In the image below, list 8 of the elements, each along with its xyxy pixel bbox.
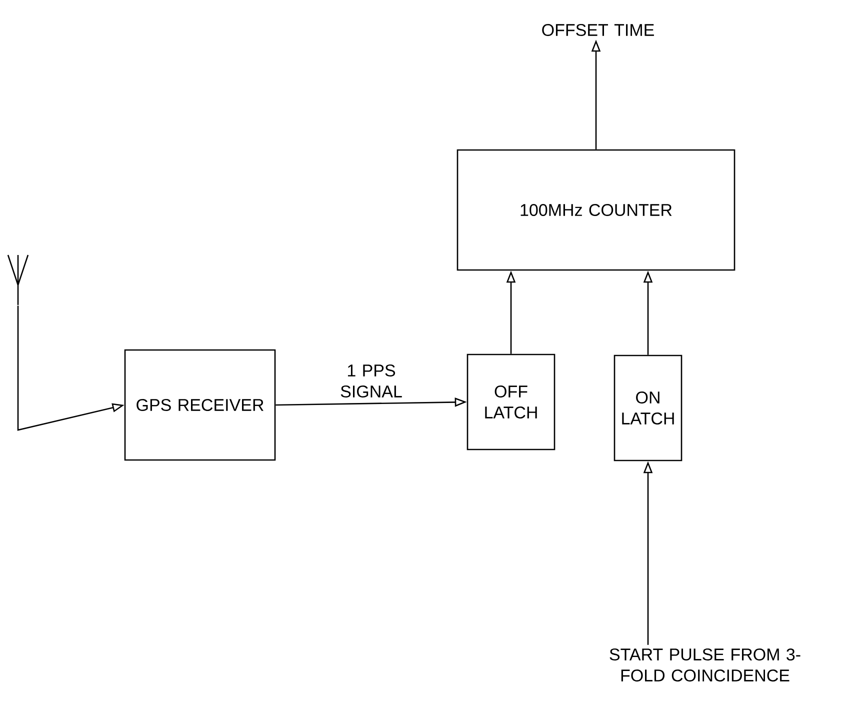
block-box: GPS RECEIVER <box>124 349 276 461</box>
signal-text: START PULSE FROM 3-FOLD COINCIDENCE <box>610 648 800 682</box>
block-box: OFF LATCH <box>466 354 556 450</box>
edge-label: 1 PPS SIGNAL <box>340 364 402 398</box>
block-box: ON LATCH <box>614 354 682 462</box>
block-box: 100MHz COUNTER <box>456 149 736 271</box>
signal-text: OFFSET TIME <box>542 24 654 36</box>
antenna-symbol <box>7 254 29 306</box>
